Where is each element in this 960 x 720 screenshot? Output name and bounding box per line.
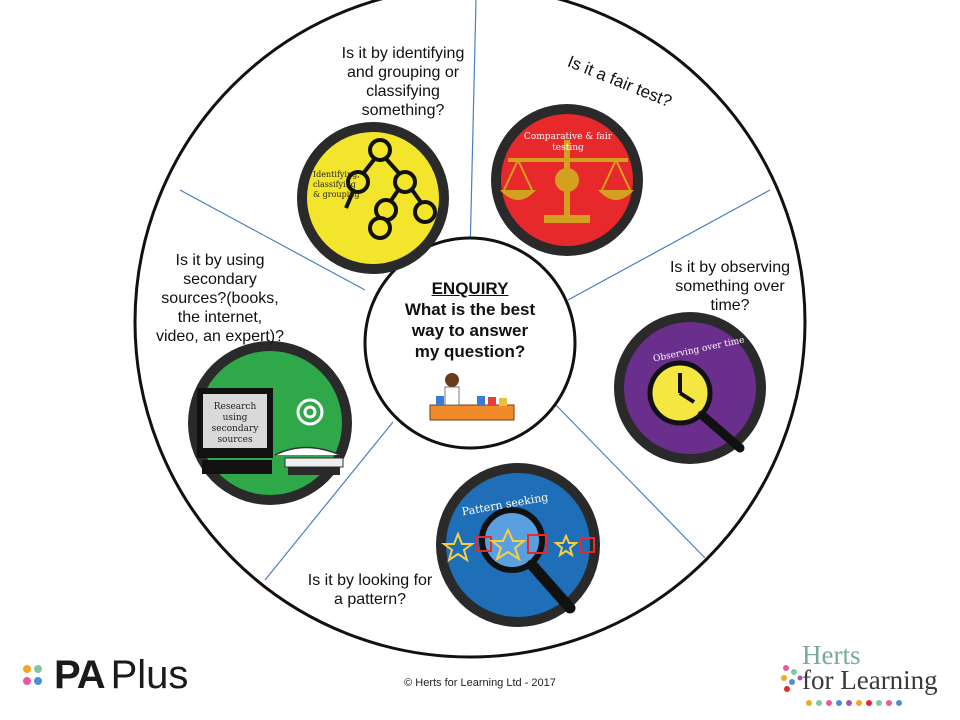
question-observing: Is it by observing something over time?	[669, 259, 791, 314]
comparative-fair-testing-badge	[491, 104, 643, 256]
segment-dividers	[179, 0, 771, 581]
identifying-classifying-badge	[297, 122, 449, 274]
tree-diagram-icon	[344, 138, 437, 240]
question-pattern: Is it by looking for a pattern?	[307, 572, 433, 608]
question-identifying: Is it by identifying and grouping or cla…	[341, 45, 465, 119]
center-circle	[363, 236, 577, 450]
pattern-seeking-badge	[436, 463, 600, 627]
divider-upper-left	[179, 189, 366, 291]
scientist-icon	[429, 373, 515, 421]
question-research: Is it by using secondary sources?(books,…	[155, 252, 285, 345]
pa-plus-word2: Plus	[110, 652, 189, 697]
pa-plus-dots-icon	[23, 665, 42, 685]
badge-label-comparative: Comparative & fair testing	[523, 132, 613, 153]
center-question: What is the best way to answer my questi…	[404, 300, 536, 361]
divider-upper-right	[567, 189, 771, 301]
center-label: ENQUIRY What is the best way to answer m…	[380, 278, 560, 362]
center-title: ENQUIRY	[431, 279, 509, 298]
copyright-footer: © Herts for Learning Ltd - 2017	[404, 677, 556, 689]
observing-over-time-badge	[614, 312, 766, 464]
pattern-magnifier-icon	[441, 507, 595, 614]
hfl-dots-icon	[781, 665, 803, 692]
pa-plus-word1: PA	[54, 652, 106, 697]
balance-scale-icon	[500, 140, 634, 223]
pa-plus-logo: PA Plus	[22, 650, 188, 700]
badge-label-research: Research using secondary sources	[211, 402, 259, 445]
clock-magnifier-icon	[647, 360, 745, 453]
hfl-line2: for Learning	[802, 665, 938, 695]
herts-for-learning-logo: Herts for Learning	[778, 640, 948, 710]
divider-lower-right	[552, 401, 706, 559]
divider-lower-left	[264, 421, 394, 581]
hfl-line1: Herts	[802, 640, 861, 670]
hfl-dot-strip-icon	[806, 700, 902, 706]
computer-books-icon	[197, 388, 344, 475]
badge-label-identifying: Identifying, classifying & grouping	[313, 170, 360, 199]
divider-top	[469, 0, 477, 256]
research-secondary-sources-badge	[188, 341, 352, 505]
